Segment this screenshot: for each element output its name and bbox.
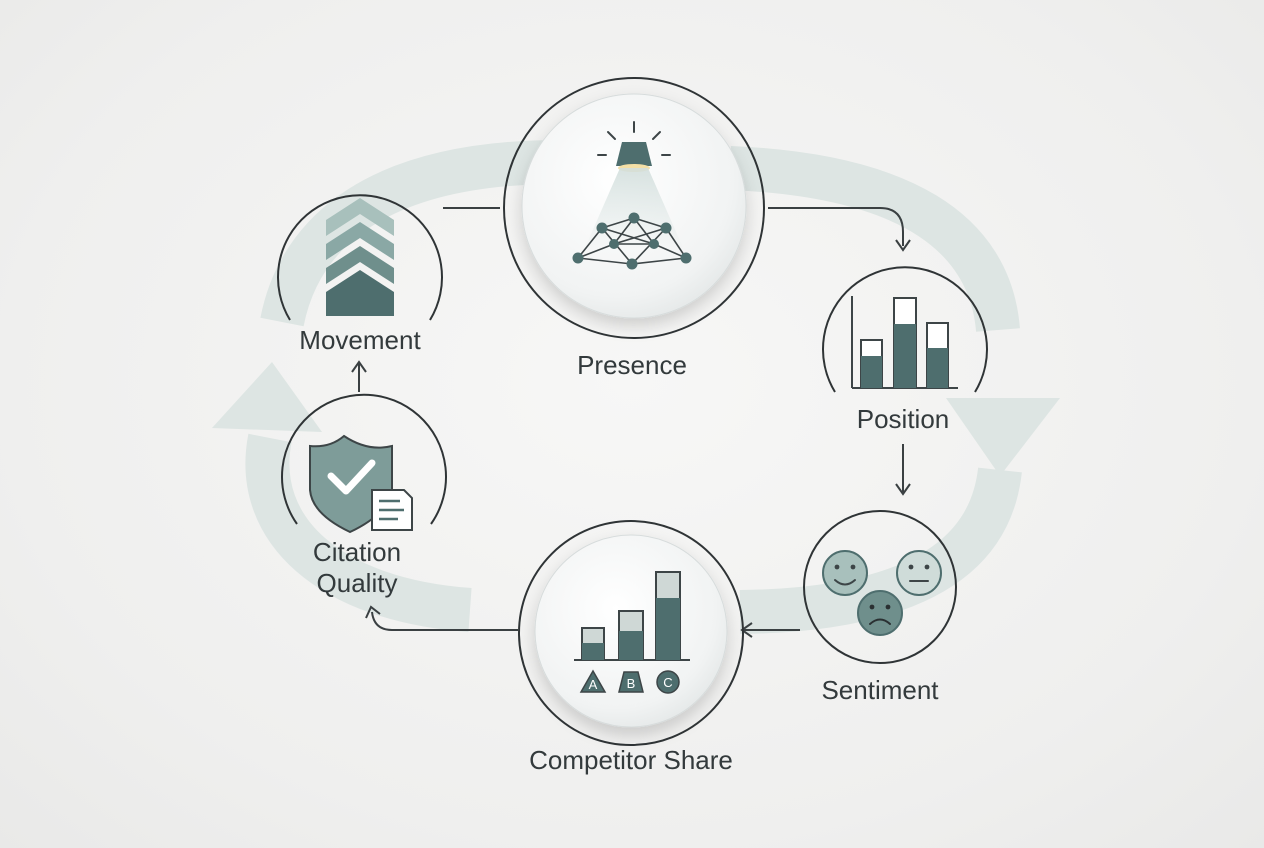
document-icon	[371, 489, 413, 531]
arrowhead-sentiment	[895, 483, 911, 496]
sad-face-icon	[857, 590, 903, 636]
citation-quality-label-line2: Quality	[317, 568, 398, 598]
connector-competitor-citation	[371, 611, 518, 631]
svg-text:A: A	[589, 677, 598, 692]
arrowhead-position	[895, 239, 911, 252]
svg-text:B: B	[627, 676, 636, 691]
citation-quality-label-line1: Citation	[313, 537, 401, 567]
competitor-share-label: Competitor Share	[529, 745, 733, 775]
node-competitor-share: A B C Competitor Share	[518, 520, 744, 775]
shield-document-icon	[309, 434, 413, 534]
neutral-face-icon	[896, 550, 942, 596]
competitor-bars-icon: A B C	[574, 571, 690, 694]
arrowhead-movement	[351, 360, 367, 373]
arrowhead-citation	[365, 605, 381, 619]
badge-b-icon: B	[618, 671, 644, 693]
faces-icon	[822, 550, 942, 636]
chevrons-up-icon	[326, 198, 394, 316]
node-movement: Movement	[277, 194, 443, 355]
happy-face-icon	[822, 550, 868, 596]
connector-presence-position	[768, 207, 904, 246]
badge-c-icon: C	[656, 670, 680, 694]
bar-chart-icon	[851, 296, 958, 389]
movement-label: Movement	[299, 325, 421, 355]
position-label: Position	[857, 404, 950, 434]
node-position: Position	[822, 266, 988, 434]
node-presence: Presence	[503, 77, 765, 380]
svg-text:C: C	[663, 675, 672, 690]
spotlight-network-icon	[572, 121, 692, 270]
badge-a-icon: A	[579, 669, 607, 693]
node-citation-quality: Citation Quality	[281, 393, 447, 598]
node-sentiment: Sentiment	[803, 510, 957, 705]
sentiment-label: Sentiment	[821, 675, 939, 705]
presence-label: Presence	[577, 350, 687, 380]
